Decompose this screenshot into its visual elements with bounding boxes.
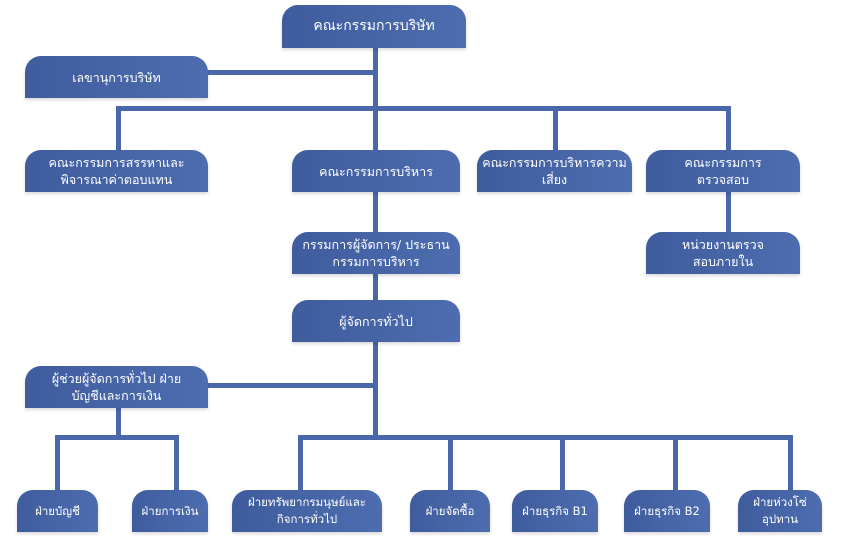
connector xyxy=(174,435,179,492)
dept-finance: ฝ่ายการเงิน xyxy=(132,490,208,532)
connector xyxy=(553,106,558,152)
dept-accounting: ฝ่ายบัญชี xyxy=(17,490,98,532)
dept-business-b1: ฝ่ายธุรกิจ B1 xyxy=(512,490,598,532)
board-box: คณะกรรมการบริษัท xyxy=(282,5,466,48)
dept-procurement: ฝ่ายจัดซื้อ xyxy=(410,490,490,532)
secretary-box: เลขานุการบริษัท xyxy=(25,56,208,98)
connector xyxy=(116,106,731,111)
nomination-committee-box: คณะกรรมการสรรหาและพิจารณาค่าตอบแทน xyxy=(25,150,208,192)
connector xyxy=(55,435,60,492)
dept-supply-chain: ฝ่ายห่วงโซ่อุปทาน xyxy=(738,490,822,532)
audit-committee-box: คณะกรรมการตรวจสอบ xyxy=(646,150,800,192)
general-manager-box: ผู้จัดการทั่วไป xyxy=(292,300,460,342)
assistant-gm-box: ผู้ช่วยผู้จัดการทั่วไป ฝ่ายบัญชีและการเง… xyxy=(25,366,208,408)
connector xyxy=(298,435,793,440)
dept-hr: ฝ่ายทรัพยากรมนุษย์และกิจการทั่วไป xyxy=(232,490,382,532)
connector xyxy=(116,106,121,152)
connector xyxy=(673,435,678,492)
connector xyxy=(448,435,453,492)
connector xyxy=(206,383,376,388)
risk-committee-box: คณะกรรมการบริหารความเสี่ยง xyxy=(477,150,632,192)
managing-director-box: กรรมการผู้จัดการ/ ประธานกรรมการบริหาร xyxy=(292,232,460,274)
connector xyxy=(206,70,376,75)
executive-committee-box: คณะกรรมการบริหาร xyxy=(292,150,460,192)
connector xyxy=(55,435,179,440)
connector xyxy=(788,435,793,492)
connector xyxy=(560,435,565,492)
connector xyxy=(116,406,121,439)
connector xyxy=(298,435,303,492)
internal-audit-box: หน่วยงานตรวจสอบภายใน xyxy=(646,232,800,274)
dept-business-b2: ฝ่ายธุรกิจ B2 xyxy=(624,490,710,532)
